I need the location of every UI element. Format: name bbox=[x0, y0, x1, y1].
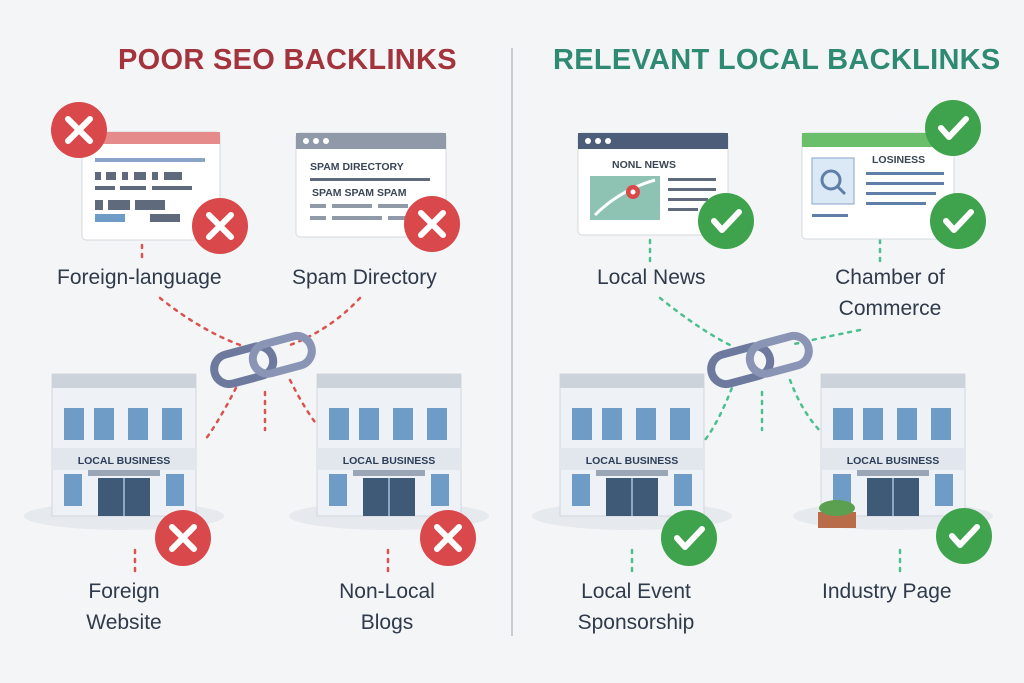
good-connection-lines bbox=[630, 238, 902, 576]
svg-text:LOCAL BUSINESS: LOCAL BUSINESS bbox=[847, 455, 940, 467]
check-icon bbox=[936, 508, 992, 564]
svg-text:LOCAL BUSINESS: LOCAL BUSINESS bbox=[78, 455, 171, 467]
label-line: Non-Local bbox=[339, 580, 435, 603]
check-icon bbox=[661, 510, 717, 566]
check-icon bbox=[925, 100, 981, 156]
chamber-window: LOSINESS bbox=[801, 132, 955, 240]
label-local-event-sponsorship: Local Event Sponsorship bbox=[566, 576, 706, 638]
label-line: Foreign bbox=[88, 580, 160, 603]
label-line: Commerce bbox=[838, 297, 942, 320]
svg-text:LOSINESS: LOSINESS bbox=[872, 154, 925, 166]
label-local-news: Local News bbox=[597, 266, 706, 289]
foreign-language-window bbox=[81, 131, 221, 241]
local-business-building: LOCAL BUSINESS bbox=[23, 373, 225, 531]
x-icon bbox=[404, 196, 460, 252]
x-icon bbox=[155, 510, 211, 566]
chain-link-icon bbox=[707, 331, 813, 389]
local-business-building: LOCAL BUSINESS bbox=[288, 373, 490, 531]
label-foreign-language: Foreign-language bbox=[57, 266, 222, 289]
poor-seo-title: POOR SEO BACKLINKS bbox=[118, 44, 457, 76]
label-line: Chamber of bbox=[835, 266, 945, 289]
label-foreign-website: Foreign Website bbox=[69, 576, 179, 638]
center-divider bbox=[511, 48, 513, 636]
chain-link-icon bbox=[210, 331, 316, 389]
label-line: Sponsorship bbox=[577, 611, 695, 634]
label-non-local-blogs: Non-Local Blogs bbox=[330, 576, 444, 638]
label-industry-page: Industry Page bbox=[822, 580, 952, 603]
label-line: Local Event bbox=[581, 580, 691, 603]
svg-text:LOCAL BUSINESS: LOCAL BUSINESS bbox=[343, 455, 436, 467]
relevant-local-title: RELEVANT LOCAL BACKLINKS bbox=[553, 44, 1001, 76]
label-line: Blogs bbox=[360, 611, 414, 634]
svg-text:SPAM DIRECTORY: SPAM DIRECTORY bbox=[310, 161, 404, 173]
x-icon bbox=[51, 102, 107, 158]
svg-text:NONL NEWS: NONL NEWS bbox=[612, 159, 676, 171]
label-spam-directory: Spam Directory bbox=[292, 266, 437, 289]
x-icon bbox=[420, 510, 476, 566]
local-business-building: LOCAL BUSINESS bbox=[531, 373, 733, 531]
label-line: Website bbox=[86, 611, 162, 634]
plant-planter-icon bbox=[818, 500, 856, 528]
svg-text:LOCAL BUSINESS: LOCAL BUSINESS bbox=[586, 455, 679, 467]
label-chamber-of-commerce: Chamber of Commerce bbox=[822, 262, 958, 324]
local-news-window: NONL NEWS bbox=[577, 132, 729, 236]
svg-text:SPAM SPAM SPAM: SPAM SPAM SPAM bbox=[312, 187, 407, 199]
x-icon bbox=[192, 198, 248, 254]
check-icon bbox=[698, 193, 754, 249]
check-icon bbox=[930, 193, 986, 249]
local-business-building: LOCAL BUSINESS bbox=[792, 373, 994, 531]
